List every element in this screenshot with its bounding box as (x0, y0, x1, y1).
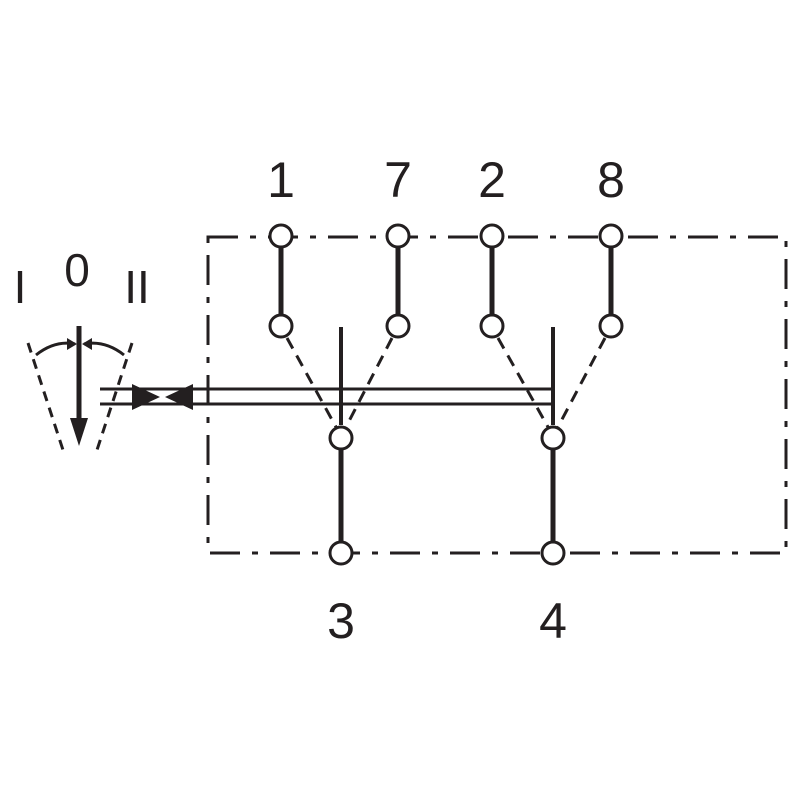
rocker-actuator-symbol (26, 326, 134, 451)
coupler-triangle-left (132, 384, 160, 410)
switch-path-1-3 (285, 337, 338, 428)
position-label-i: I (14, 261, 27, 313)
terminal-label-2: 2 (478, 152, 506, 208)
terminal-8-outer (598, 223, 624, 249)
contact-point-2 (479, 313, 505, 339)
terminal-label-8: 8 (597, 152, 625, 208)
contact-point-7 (385, 313, 411, 339)
rocker-limit-left (26, 342, 65, 451)
terminal-label-7: 7 (384, 152, 412, 208)
fixed-contact-legs (278, 247, 614, 315)
linkage-coupler (132, 384, 193, 410)
terminal-label-1: 1 (267, 152, 295, 208)
terminal-7-outer (385, 223, 411, 249)
position-label-ii: II (124, 261, 150, 313)
terminal-circles (268, 223, 624, 566)
rocker-limit-right (95, 342, 134, 451)
terminal-1-outer (268, 223, 294, 249)
switch-path-8-4 (556, 337, 607, 428)
movable-contact-4 (540, 425, 566, 451)
contact-point-8 (598, 313, 624, 339)
contact-point-1 (268, 313, 294, 339)
terminal-label-4: 4 (539, 593, 567, 649)
switching-paths (285, 337, 607, 428)
movable-contact-posts (338, 327, 556, 543)
switch-housing-outline (206, 235, 788, 555)
terminal-3-outer (328, 540, 354, 566)
position-label-0: 0 (64, 244, 90, 296)
movable-contact-3 (328, 425, 354, 451)
rocker-lever-arrowhead (70, 418, 88, 446)
switch-path-7-3 (344, 337, 394, 428)
terminal-label-3: 3 (327, 593, 355, 649)
switch-path-2-4 (496, 337, 550, 428)
terminal-2-outer (479, 223, 505, 249)
terminal-4-outer (540, 540, 566, 566)
